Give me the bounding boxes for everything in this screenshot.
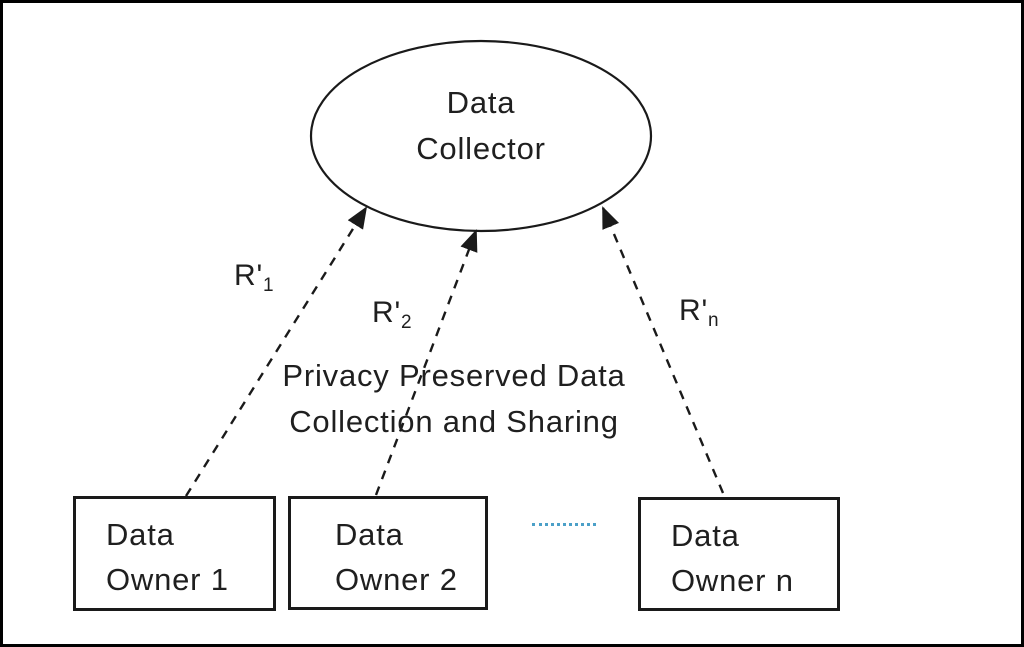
owner-box-n: Data Owner n	[638, 497, 840, 611]
edge-label-rn: R'n	[679, 288, 719, 344]
caption: Privacy Preserved Data Collection and Sh…	[234, 353, 674, 445]
edge-label-r2-base: R'	[372, 296, 401, 329]
arrow-ownern-to-collector	[601, 206, 725, 494]
owner-box-1-line2: Owner 1	[106, 562, 229, 597]
edge-label-r2-sub: 2	[401, 312, 412, 333]
data-collector-label-line2: Collector	[416, 131, 546, 166]
edge-label-r1-sub: 1	[263, 275, 274, 296]
edge-label-rn-base: R'	[679, 294, 708, 327]
edge-label-rn-sub: n	[708, 310, 719, 331]
data-collector-label: Data Collector	[331, 80, 631, 172]
connector-layer	[184, 39, 725, 497]
owners-ellipsis-dots	[532, 523, 596, 526]
owner-box-1: Data Owner 1	[73, 496, 276, 611]
edge-label-r1-base: R'	[234, 259, 263, 292]
owner-box-n-line1: Data	[671, 518, 740, 553]
arrow-owner1-to-collector	[184, 206, 368, 497]
owner-box-n-line2: Owner n	[671, 563, 794, 598]
data-collector-label-line1: Data	[446, 85, 516, 120]
owner-box-2-line1: Data	[335, 517, 404, 552]
caption-line2: Collection and Sharing	[289, 404, 619, 439]
edge-label-r1: R'1	[234, 253, 274, 309]
owner-box-1-line1: Data	[106, 517, 175, 552]
caption-line1: Privacy Preserved Data	[282, 358, 626, 393]
owner-box-2-line2: Owner 2	[335, 562, 458, 597]
data-collector-node	[309, 39, 653, 233]
owner-box-2: Data Owner 2	[288, 496, 488, 610]
edge-label-r2: R'2	[372, 290, 412, 346]
arrow-owner2-to-collector	[374, 229, 478, 496]
